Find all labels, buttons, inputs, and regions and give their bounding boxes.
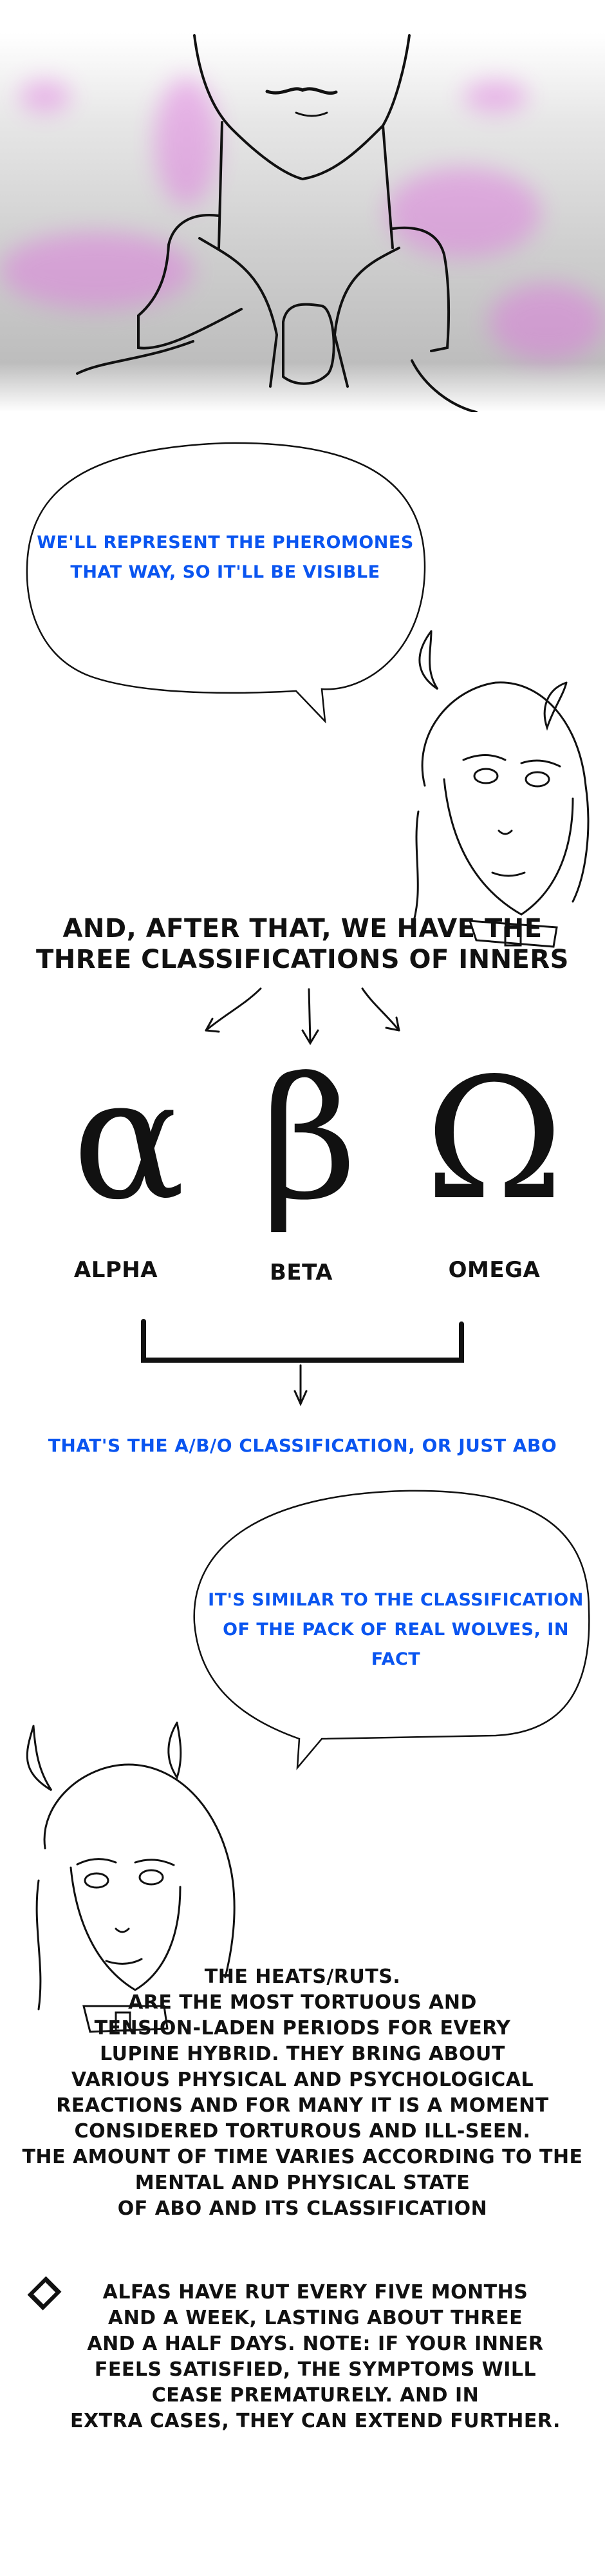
grouping-bracket [141,1319,464,1406]
character-portrait-2 [26,1721,236,2033]
speech-bubble-1-text: We'll represent the pheromones that way,… [37,533,414,582]
neck-collar-drawing [0,34,605,413]
branch-arrows [205,987,400,1045]
bullet-line: Alfas have rut every five months [102,2281,528,2304]
arrow-to-beta [308,988,312,1043]
classifications-heading: And, after that, we have the three class… [36,914,569,974]
neck-collar-illustration-panel [0,0,605,413]
heats-line: The heats/ruts. [204,1965,401,1988]
alpha-label: Alpha [73,1257,158,1283]
alpha-symbol: α [72,1043,185,1237]
heats-line: are the most tortuous and [128,1991,477,2014]
heats-line: The amount of time varies according to t… [22,2146,583,2168]
bullet-line: and a half days. Note: if your inner [87,2333,544,2355]
beta-label: Beta [269,1260,333,1285]
heats-line: lupine hybrid. They bring about [100,2043,505,2065]
speech-bubble-1 [26,442,426,724]
arrow-to-omega [361,987,400,1032]
omega-label: Omega [448,1257,541,1283]
heats-line: of ABO and its classification [117,2197,488,2220]
heats-line: tension-laden periods for every [94,2017,511,2040]
bullet-line: extra cases, they can extend further. [70,2410,561,2432]
bullet-line: and a week, lasting about three [107,2307,523,2329]
bullet-line: cease prematurely. And in [151,2384,479,2407]
arrow-to-alpha [205,987,262,1032]
omega-symbol: Ω [425,1043,564,1237]
character-portrait-1 [411,630,590,948]
heats-line: mental and physical state [135,2172,470,2194]
heats-line: considered torturous and ill-seen. [74,2120,531,2143]
speech-bubble-2-text: It's similar to the classification of th… [208,1590,584,1669]
beta-symbol: β [260,1043,358,1237]
heats-description: The heats/ruts. are the most tortuous an… [0,1964,605,2222]
diamond-bullet-icon [27,2276,62,2311]
pheromone-cloud [0,77,605,361]
alfa-rut-note: Alfas have rut every five months and a w… [64,2280,566,2434]
bullet-line: feels satisfied, the symptoms will [94,2358,537,2381]
heats-line: reactions and for many it is a moment [56,2094,549,2117]
abo-summary-text: That's the A/B/O classification, or just… [48,1435,557,1456]
heats-line: various physical and psychological [71,2069,534,2091]
speech-bubble-2 [193,1490,590,1770]
